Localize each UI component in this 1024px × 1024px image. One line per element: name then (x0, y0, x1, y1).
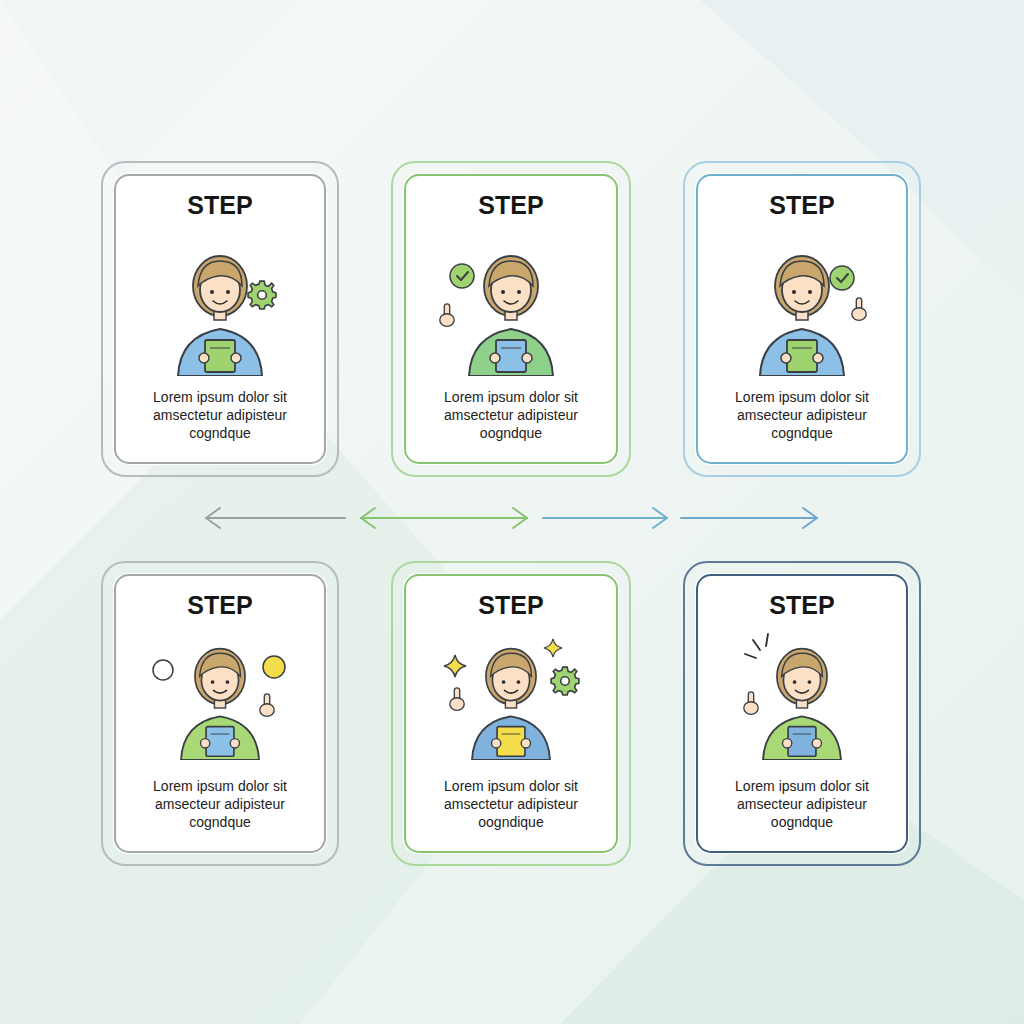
step-heading: STEP (478, 190, 543, 220)
person-figure (472, 649, 550, 760)
right-arrow (681, 508, 817, 528)
pointing-hand (744, 692, 758, 715)
step-card: STEP Lorem ipsum dolor sit amsectetur adi… (391, 161, 631, 477)
card-inner: STEP Lorem ipsum dolor sit amsecteur adip… (696, 574, 908, 853)
step-heading: STEP (769, 190, 834, 220)
step-heading: STEP (187, 590, 252, 620)
sparkle-icon (544, 639, 562, 657)
card-ground (403, 573, 619, 854)
step-card: STEP Lorem ipsum dolor sit amsecteur adip… (683, 561, 921, 866)
gear-icon (248, 281, 276, 309)
person-figure (181, 649, 259, 760)
gear-icon (551, 667, 579, 695)
step-description: Lorem ipsum dolor sit amsectetur adipist… (427, 388, 595, 442)
step-card: STEP Lorem ipsum dolor sit amsectetur adi… (391, 561, 631, 866)
burst-lines (745, 634, 768, 658)
card-ground (403, 173, 619, 465)
step-description: Lorem ipsum dolor sit amsecteur adipiste… (136, 777, 304, 831)
card-ground (695, 173, 909, 465)
card-inner: STEP Lorem ipsum dolor sit amsecteur adip… (696, 174, 908, 464)
step-card: STEP Lorem ipsum dolor sit amsecteur adip… (101, 561, 339, 866)
bg-shape (0, 0, 300, 180)
check-bubble (830, 266, 854, 290)
pointing-hand (450, 688, 464, 711)
left-arrow (206, 508, 345, 528)
pointing-hand (440, 304, 454, 327)
speech-bubble (153, 660, 173, 680)
card-inner: STEP Lorem ipsum dolor sit amsectetur adi… (114, 174, 326, 464)
speech-bubble (263, 656, 285, 678)
step-description: Lorem ipsum dolor sit amsectetur adipist… (427, 777, 595, 831)
check-bubble (450, 264, 474, 288)
card-inner: STEP Lorem ipsum dolor sit amsectetur adi… (404, 574, 618, 853)
double-arrow (361, 508, 527, 528)
person-figure (763, 649, 841, 760)
card-ground (113, 573, 327, 854)
step-heading: STEP (769, 590, 834, 620)
step-heading: STEP (187, 190, 252, 220)
right-arrow (543, 508, 667, 528)
pointing-hand (852, 298, 866, 321)
card-ground (113, 173, 327, 465)
pointing-hand (260, 694, 274, 717)
card-inner: STEP Lorem ipsum dolor sit amsecteur adip… (114, 574, 326, 853)
person-figure (469, 256, 553, 376)
card-inner: STEP Lorem ipsum dolor sit amsectetur adi… (404, 174, 618, 464)
step-description: Lorem ipsum dolor sit amsecteur adipiste… (718, 388, 886, 442)
step-description: Lorem ipsum dolor sit amsecteur adipiste… (718, 777, 886, 831)
card-ground (695, 573, 909, 854)
step-description: Lorem ipsum dolor sit amsectetur adipist… (136, 388, 304, 442)
step-heading: STEP (478, 590, 543, 620)
step-card: STEP Lorem ipsum dolor sit amsecteur adip… (683, 161, 921, 477)
step-card: STEP Lorem ipsum dolor sit amsectetur adi… (101, 161, 339, 477)
person-figure (178, 256, 262, 376)
sparkle-icon (444, 655, 466, 677)
